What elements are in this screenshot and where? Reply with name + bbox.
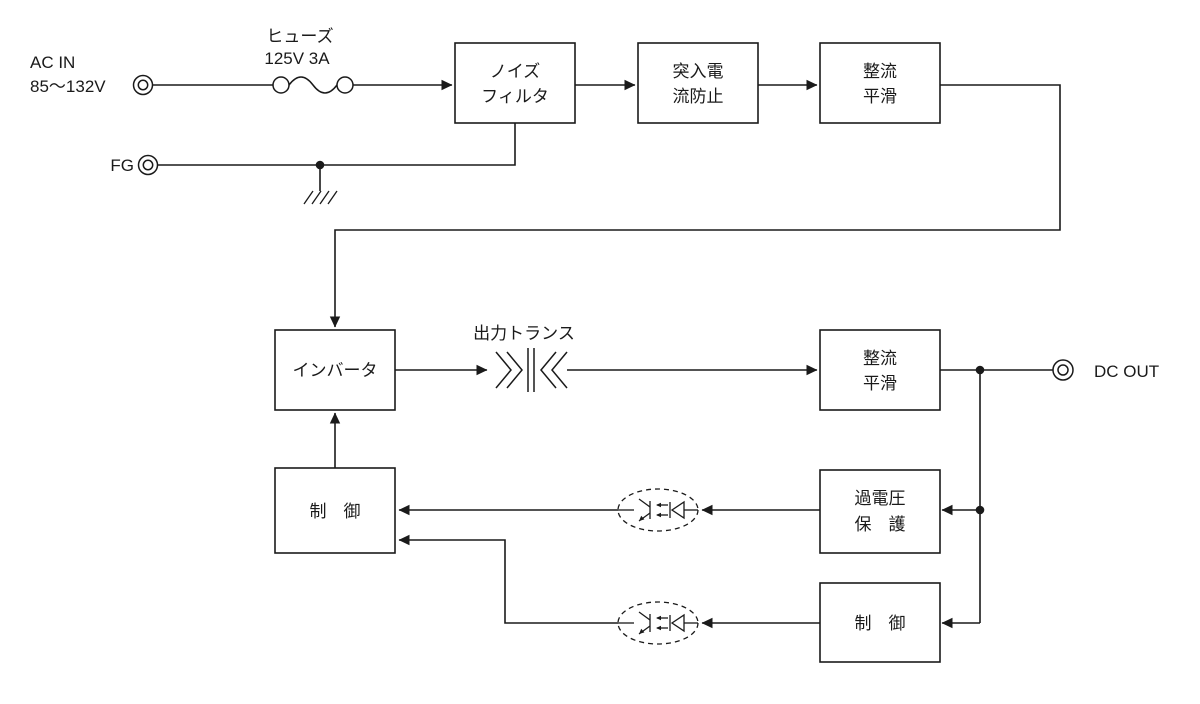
block-control-main: 制 御: [274, 467, 396, 554]
block-rectify-smooth-output: 整流 平滑: [819, 329, 941, 411]
ac-in-label-line2: 85〜132V: [30, 77, 106, 96]
block-rectify-input-label1: 整流: [863, 62, 897, 81]
dc-out-terminal-icon: [1052, 359, 1074, 381]
block-inverter: インバータ: [274, 329, 396, 411]
wire-fg-to-noise-filter: [157, 123, 516, 166]
block-overvoltage-protection: 過電圧 保 護: [819, 469, 941, 554]
wire-rectify-to-inverter: [329, 84, 1061, 328]
block-rectify-output-label1: 整流: [863, 349, 897, 368]
photocoupler-2-icon: [617, 601, 699, 645]
transformer-label: 出力トランス: [473, 324, 575, 343]
fuse-icon: [152, 76, 354, 94]
block-control-main-label: 制 御: [310, 502, 361, 521]
block-noise-filter: ノイズ フィルタ: [454, 42, 576, 124]
photocoupler-1-icon: [617, 488, 699, 532]
ac-in-terminal-icon: [132, 74, 154, 96]
fuse-label-line2: 125V 3A: [264, 49, 330, 68]
block-control-feedback: 制 御: [819, 582, 941, 663]
fg-label: FG: [110, 156, 134, 175]
dc-out-label: DC OUT: [1094, 362, 1159, 381]
block-noise-filter-label1: ノイズ: [490, 62, 541, 81]
block-ovp-label1: 過電圧: [855, 489, 906, 508]
block-noise-filter-label2: フィルタ: [481, 87, 549, 106]
block-inrush-prevention: 突入電 流防止: [637, 42, 759, 124]
block-inverter-label: インバータ: [293, 361, 378, 380]
block-rectify-input-label2: 平滑: [863, 87, 897, 106]
block-control-feedback-label: 制 御: [855, 614, 906, 633]
ac-in-label-line1: AC IN: [30, 53, 75, 72]
transformer-icon: [495, 348, 568, 392]
block-inrush-label1: 突入電: [673, 62, 724, 81]
block-ovp-label2: 保 護: [855, 515, 906, 534]
ground-icon: [303, 190, 338, 205]
fuse-label-line1: ヒューズ: [266, 27, 333, 46]
wire-photocoupler2-to-control: [398, 534, 618, 624]
block-rectify-smooth-input: 整流 平滑: [819, 42, 941, 124]
fg-terminal-icon: [137, 154, 159, 176]
block-rectify-output-label2: 平滑: [863, 374, 897, 393]
block-inrush-label2: 流防止: [673, 87, 724, 106]
